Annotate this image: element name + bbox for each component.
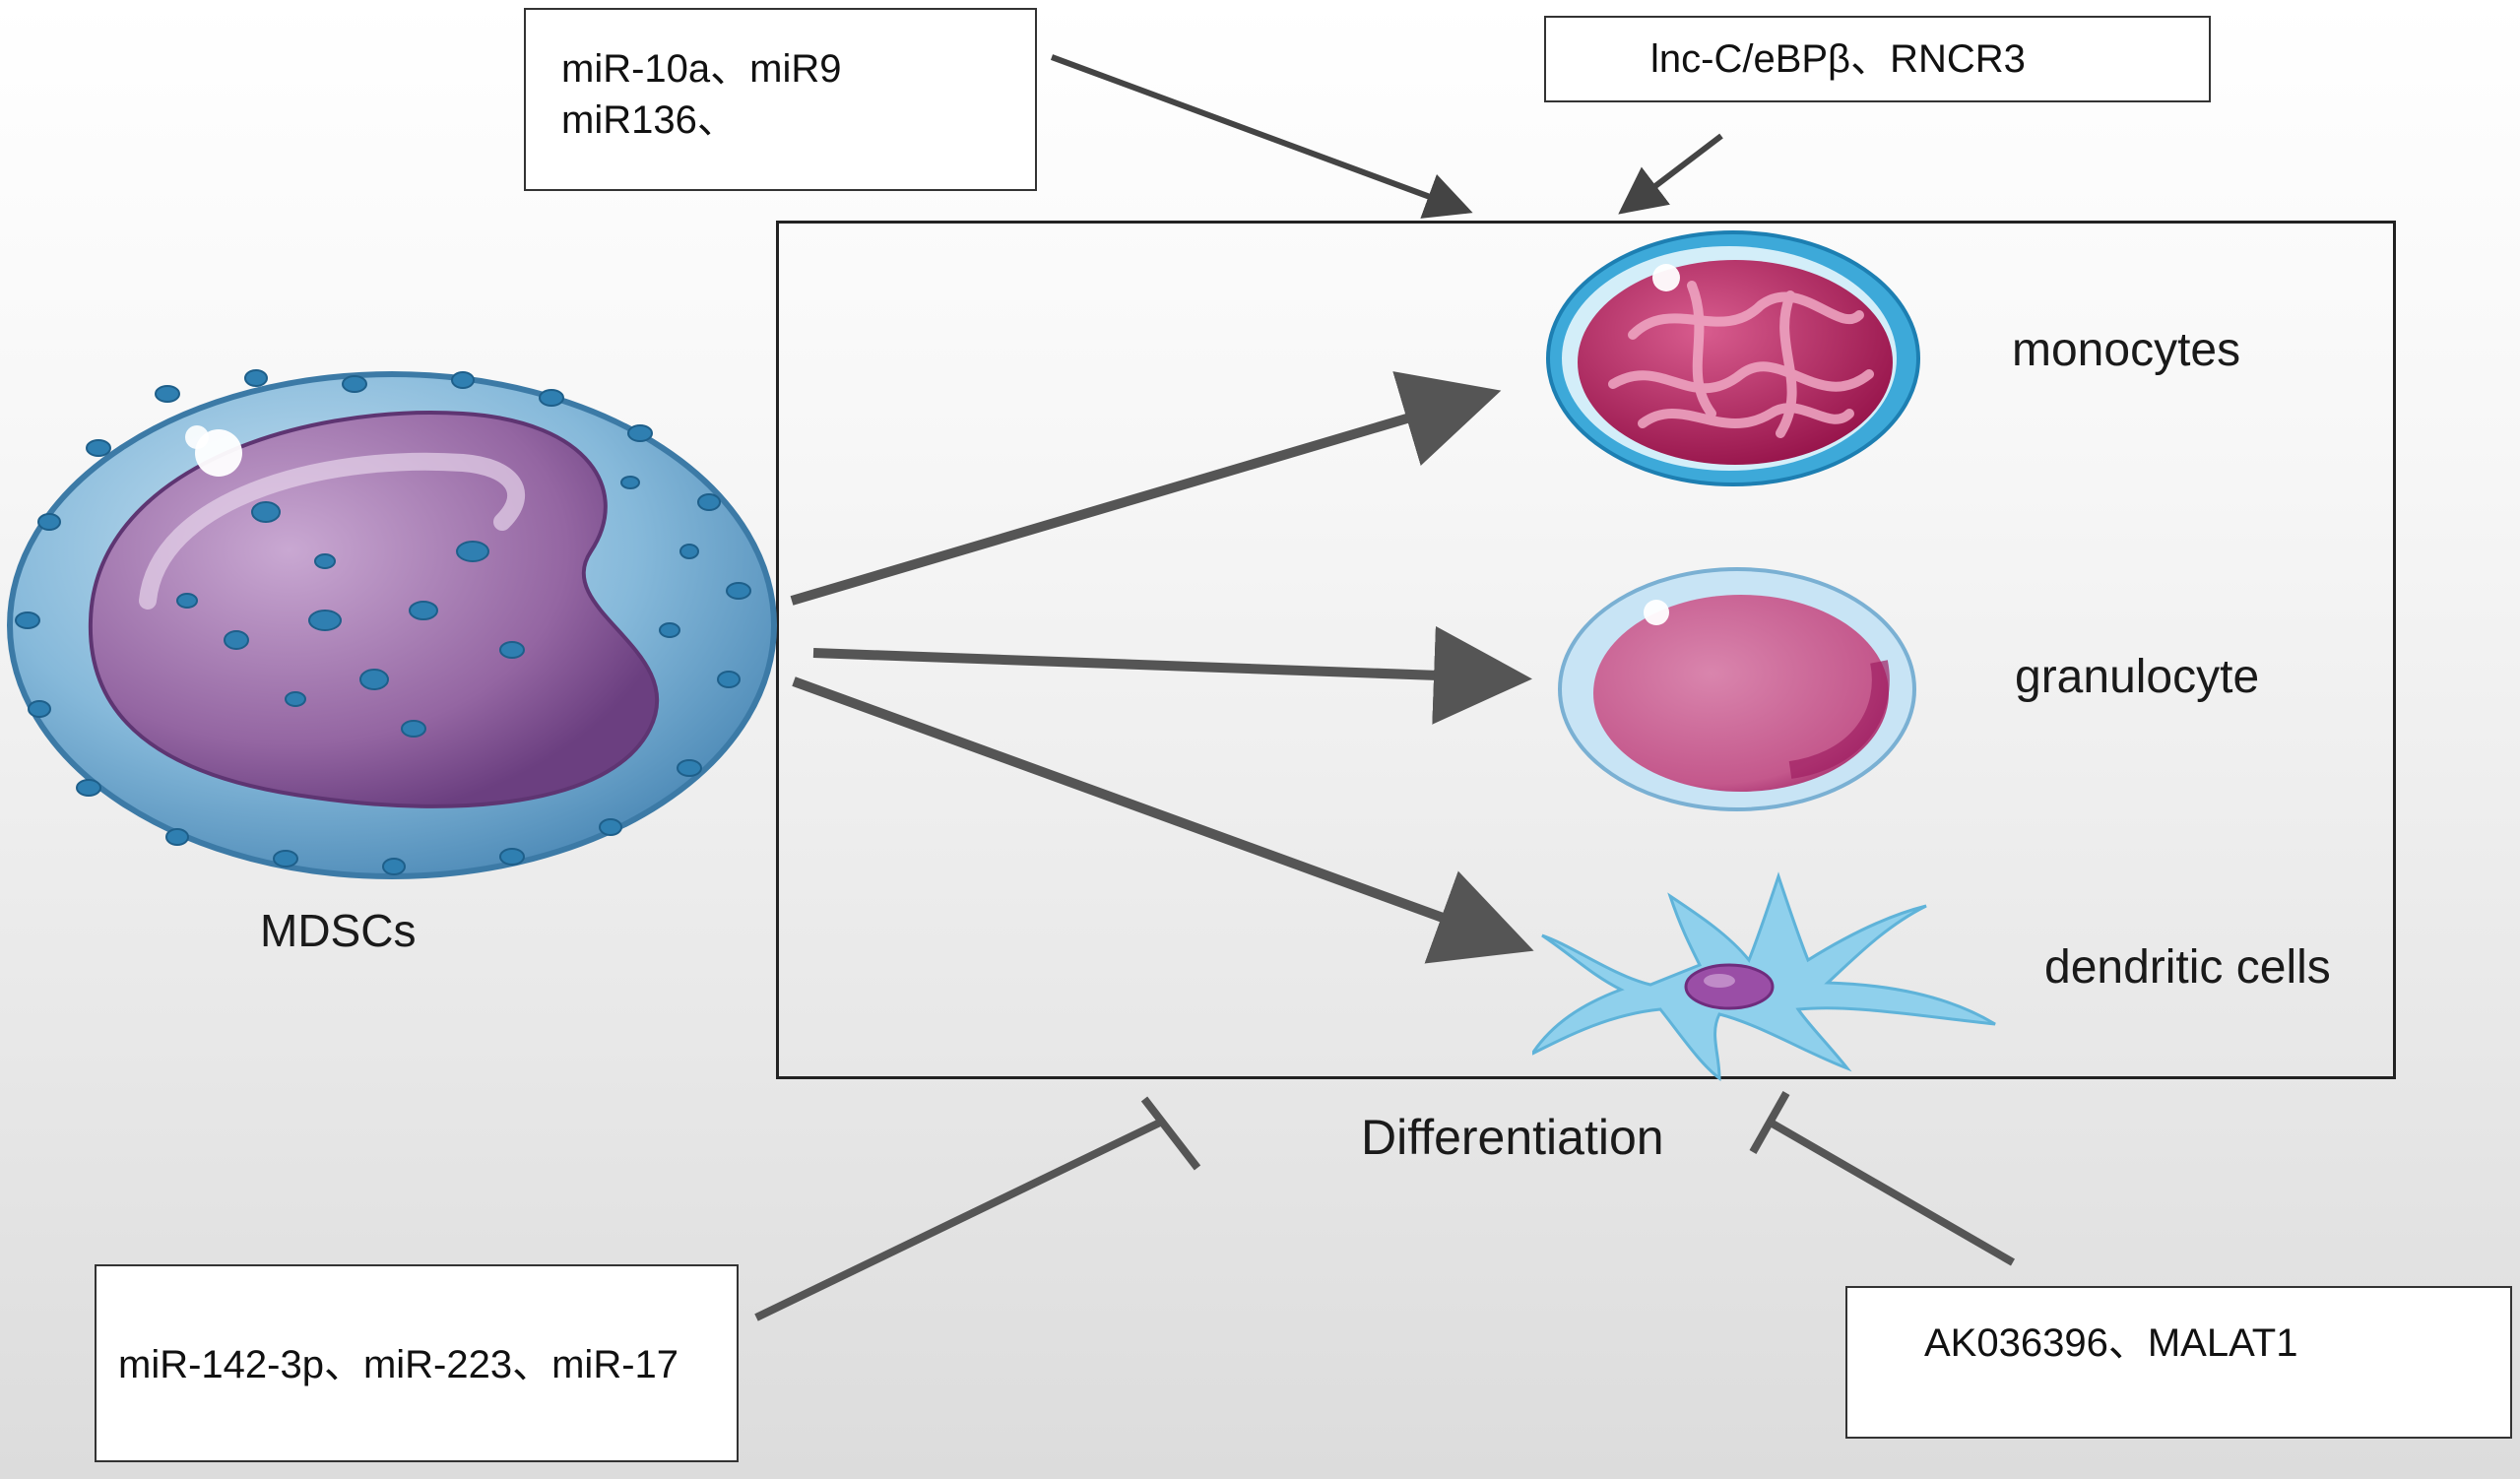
differentiation-label: Differentiation (1361, 1110, 1664, 1165)
promoter-mirna-line1: miR-10a、miR9 (561, 47, 842, 91)
inhibitor-mirna-bar (1140, 1096, 1201, 1171)
granulocyte-label: granulocyte (2015, 651, 2260, 703)
promoter-lnc-arrow (1618, 133, 1723, 215)
differentiation-frame (776, 221, 2396, 1079)
inhibitor-lnc-line1: AK036396、MALAT1 (1924, 1321, 2298, 1365)
inhibitor-lnc-line (1769, 1119, 2015, 1266)
monocyte-illustration (1546, 230, 1920, 486)
inhibitor-mirna-line (754, 1117, 1166, 1321)
arrow-to-granulocyte (812, 625, 1532, 725)
inhibitor-lnc-bar (1749, 1091, 1790, 1154)
arrow-to-dendritic (792, 676, 1534, 964)
promoter-mirna-line2: miR136、 (561, 98, 737, 142)
monocytes-label: monocytes (2012, 324, 2241, 376)
promoter-lnc-box: lnc-C/eBPβ、RNCR3 (1544, 16, 2211, 102)
promoter-mirna-box: miR-10a、miR9 miR136、 (524, 8, 1037, 191)
inhibitor-lnc-box: AK036396、MALAT1 (1845, 1286, 2512, 1439)
inhibitor-mirna-box: miR-142-3p、miR-223、miR-17 (95, 1264, 739, 1462)
dendritic-cells-label: dendritic cells (2044, 941, 2331, 994)
mdsc-label: MDSCs (260, 905, 417, 956)
granulocyte-illustration (1558, 567, 1916, 811)
promoter-mirna-arrow (1050, 54, 1473, 219)
promoter-lnc-line1: lnc-C/eBPβ、RNCR3 (1650, 37, 2026, 81)
inhibitor-mirna-line1: miR-142-3p、miR-223、miR-17 (118, 1343, 679, 1386)
arrow-to-monocytes (790, 371, 1502, 606)
mdsc-cell-illustration (7, 369, 777, 879)
dendritic-cell-illustration (1532, 871, 1996, 1082)
